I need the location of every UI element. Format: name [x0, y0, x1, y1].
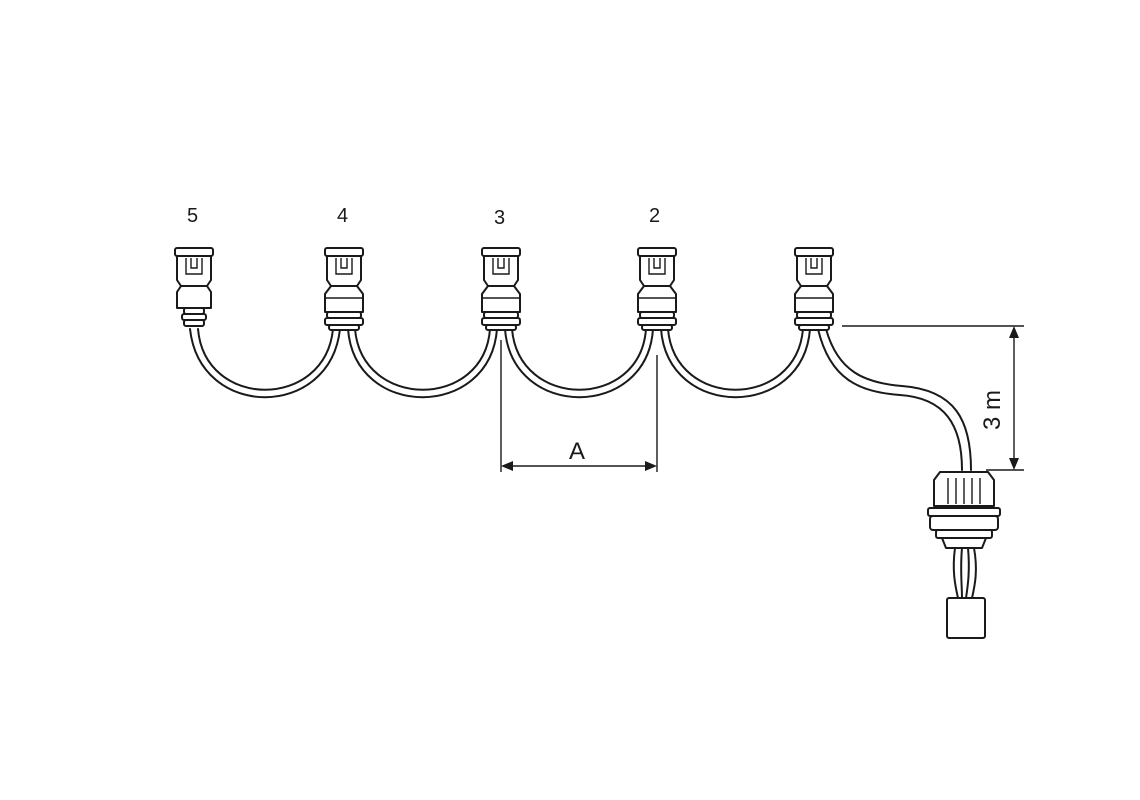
dimension-a: [500, 340, 658, 472]
connector-2-label: 2: [649, 205, 660, 227]
connector-3-label: 3: [494, 207, 505, 229]
connector-5: [174, 247, 214, 327]
connector-3: [481, 247, 521, 331]
connector-4: [324, 247, 364, 331]
dimension-3m: [842, 325, 1024, 471]
connector-5-label: 5: [187, 205, 198, 227]
main-round-connector: [927, 471, 1001, 639]
connector-4-label: 4: [337, 205, 348, 227]
connector-2: [637, 247, 677, 331]
dimension-3m-label: 3 m: [979, 390, 1006, 430]
dimension-a-label: A: [569, 438, 585, 465]
cable-loops: [189, 328, 972, 471]
connector-1: [794, 247, 834, 331]
